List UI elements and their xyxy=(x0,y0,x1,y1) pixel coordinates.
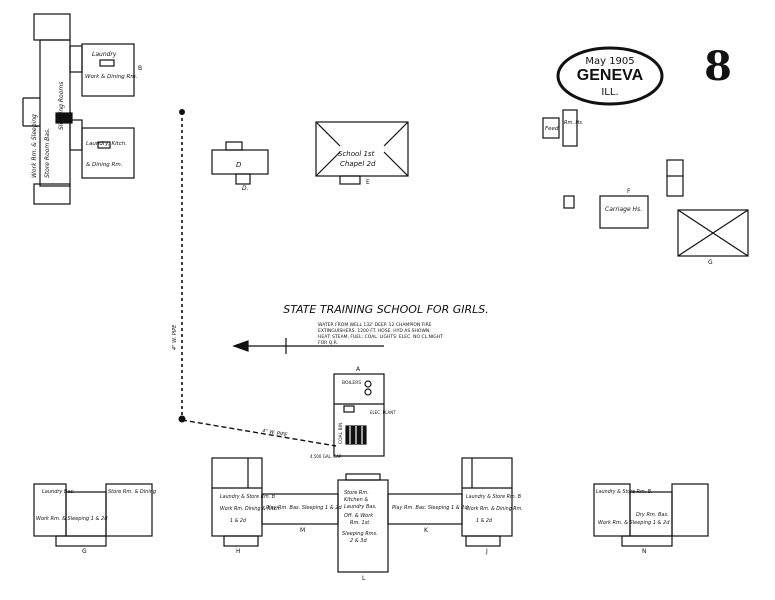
play-left-letter: M xyxy=(300,527,305,534)
building-a-power xyxy=(333,373,385,457)
power-boilers: BOILERS xyxy=(342,380,361,386)
j-letter: J xyxy=(485,548,488,555)
building-g-bottom-left xyxy=(33,483,153,547)
building-l-center xyxy=(337,473,389,573)
building-e-chapel xyxy=(315,121,409,185)
bl-label-store: Store Rm. & Dining xyxy=(108,489,156,495)
power-coal-bin: COAL BIN xyxy=(338,423,344,444)
carriage-letter: F xyxy=(627,188,631,195)
play-right-label: Play Rm. Bas. Sleeping 1 & 2d xyxy=(392,505,468,511)
stamp-state: ILL. xyxy=(601,87,618,98)
water-pipes xyxy=(178,109,337,447)
stamp-date: May 1905 xyxy=(585,56,634,67)
l-label-rm1: Rm. 1st xyxy=(350,520,370,526)
br-label-dry: Dry Rm. Bas. xyxy=(636,512,669,518)
bl-label-work: Work Rm. & Sleeping 1 & 2d xyxy=(36,516,108,522)
l-label-sleeping: Sleeping Rms. xyxy=(342,531,378,537)
l-label-off: Off. & Work xyxy=(344,513,374,519)
feed-label: Feed xyxy=(545,126,559,132)
building-b-label-work-dining: Work & Dining Rm. xyxy=(85,74,138,80)
pipe-diagonal-label: 4" W. PIPE xyxy=(262,428,289,438)
bl-label-laundry: Laundry Bas. xyxy=(42,489,75,495)
svg-text:WATER FROM WELL 132' DEEP. 12: WATER FROM WELL 132' DEEP. 12 CHAMPION F… xyxy=(318,322,432,328)
building-n-bottom-right xyxy=(593,483,709,547)
l-letter: L xyxy=(362,575,366,582)
j-label-work: Work Rm. & Dining Rm. xyxy=(466,506,523,512)
building-b-label-store-room: Store Room Bas. xyxy=(44,128,51,178)
power-capacity: 4,500 GAL. CAP. xyxy=(310,454,342,459)
svg-text:HEAT: STEAM. FUEL: COAL. LIGHT: HEAT: STEAM. FUEL: COAL. LIGHTS: ELEC. N… xyxy=(318,334,443,340)
building-d xyxy=(211,141,269,185)
power-elec: ELEC. PLANT xyxy=(370,410,396,415)
building-j xyxy=(461,457,513,547)
h-label-work: Work Rm. Dining & Kitch. xyxy=(220,506,281,512)
h-letter: H xyxy=(236,548,241,555)
building-g-barn xyxy=(677,209,749,257)
chapel-label-chapel: Chapel 2d xyxy=(340,160,376,168)
sheet-number: 8 xyxy=(704,43,732,90)
small-buildings-right xyxy=(542,109,684,209)
svg-text:EXTINGUISHERS. 1200 FT. HOSE.: EXTINGUISHERS. 1200 FT. HOSE. HYD AS SHO… xyxy=(318,328,431,334)
l-label-2-3d: 2 & 3d xyxy=(350,538,367,544)
building-b-label-sleeping-rooms: Sleeping Rooms xyxy=(58,82,65,130)
j-label-1-2d: 1 & 2d xyxy=(476,518,493,524)
stamp-city: GENEVA xyxy=(577,67,644,84)
br-label-work: Work Rm. & Sleeping 1 & 2d xyxy=(598,520,670,526)
building-b-top-left xyxy=(22,13,135,205)
barn-letter: G xyxy=(708,259,713,266)
building-b-label-laundry: Laundry xyxy=(92,51,117,58)
north-arrow xyxy=(232,338,384,354)
map-title: STATE TRAINING SCHOOL FOR GIRLS. xyxy=(283,303,488,316)
chapel-label-school: School 1st xyxy=(338,150,375,158)
building-f-carriage xyxy=(599,195,649,229)
building-d-letter: D. xyxy=(242,185,249,192)
power-letter: A xyxy=(356,366,361,373)
carriage-label: Carriage Hs. xyxy=(605,206,642,213)
bl-letter: G xyxy=(82,548,87,555)
date-stamp: May 1905 GENEVA ILL. xyxy=(556,46,664,106)
l-label-store: Store Rm. xyxy=(344,490,369,496)
l-label-laundry: Laundry Bas. xyxy=(344,504,377,510)
svg-text:FOR Q.R.: FOR Q.R. xyxy=(318,340,338,346)
j-label-laundry: Laundry & Store Rm. B xyxy=(466,494,521,500)
br-letter: N xyxy=(642,548,647,555)
rm-hs-label: Rm. Hs. xyxy=(564,120,583,126)
building-b-letter: B xyxy=(138,65,142,72)
h-label-laundry: Laundry & Store Rm. B xyxy=(220,494,275,500)
pipe-vertical-label: 4" W. PIPE xyxy=(172,324,178,350)
play-left-label: Play Rm. Bas. Sleeping 1 & 2d xyxy=(266,505,342,511)
br-label-laundry: Laundry & Store Rm. B. xyxy=(596,489,653,495)
water-note: WATER FROM WELL 132' DEEP. 12 CHAMPION F… xyxy=(318,322,443,346)
h-label-1-2d: 1 & 2d xyxy=(230,518,247,524)
building-b-label-dining: & Dining Rm. xyxy=(86,162,123,168)
building-b-label-work-sleeping: Work Rm. & Sleeping xyxy=(31,114,38,178)
building-b-label-laundry-kitch: Laundry, Kitch. xyxy=(86,141,127,147)
building-d-label: D xyxy=(236,161,242,169)
chapel-letter: E xyxy=(366,179,370,186)
play-right-letter: K xyxy=(424,527,429,534)
l-label-kitchen: Kitchen & xyxy=(344,497,368,503)
